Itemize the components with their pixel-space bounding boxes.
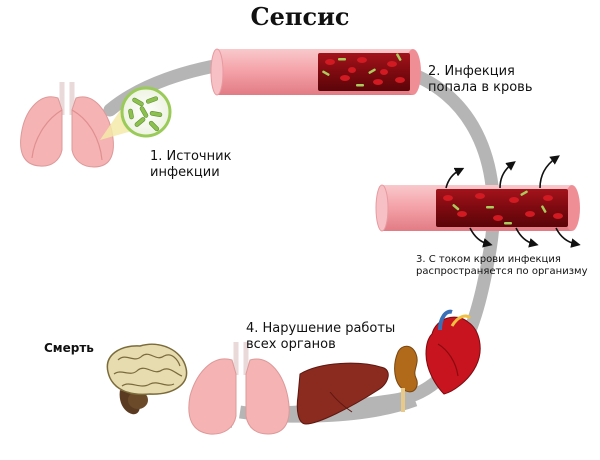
- step-1-line1: 1. Источник: [150, 149, 232, 164]
- lungs-icon-failing: [188, 342, 290, 435]
- bacteria-magnifier-icon: [100, 86, 172, 140]
- step-3-line1: 3. С током крови инфекция: [416, 254, 561, 265]
- liver-icon: [296, 362, 389, 425]
- brain-icon: [106, 343, 188, 415]
- page-title: Сепсис: [250, 2, 350, 31]
- step-1-line2: инфекции: [150, 164, 220, 180]
- lungs-icon: [20, 82, 114, 168]
- heart-icon: [425, 309, 481, 395]
- step-4-line1: 4. Нарушение работы: [246, 321, 396, 336]
- step-3-label: 3. С током крови инфекция распространяет…: [416, 254, 588, 278]
- step-4-label: 4. Нарушение работы всех органов: [246, 321, 395, 352]
- blood-vessel-icon: [210, 48, 421, 96]
- step-1-label: 1. Источник инфекции: [150, 149, 231, 180]
- outcome-label: Смерть: [44, 341, 94, 355]
- step-4-line2: всех органов: [246, 336, 336, 352]
- spreading-vessel-icon: [375, 155, 581, 248]
- kidney-icon: [394, 345, 418, 412]
- step-2-label: 2. Инфекция попала в кровь: [428, 64, 533, 95]
- step-3-line2: распространяется по организму: [416, 266, 588, 277]
- step-2-line2: попала в кровь: [428, 79, 533, 95]
- step-2-line1: 2. Инфекция: [428, 64, 515, 79]
